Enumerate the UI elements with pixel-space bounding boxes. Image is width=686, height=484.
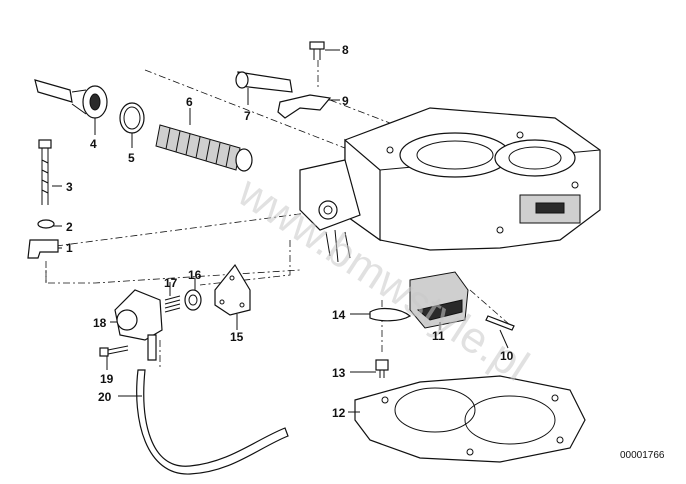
callout-10: 10 [500,349,514,363]
seal-ring [119,102,145,134]
callout-16: 16 [188,268,202,282]
screw-top [309,41,325,60]
diagram-part-number: 00001766 [620,450,665,461]
callout-18: 18 [93,316,107,330]
callout-11: 11 [432,329,445,343]
pump-housing [114,289,163,361]
callout-2: 2 [66,220,73,234]
callout-14: 14 [332,308,346,322]
spring [164,295,181,313]
callout-4: 4 [90,137,97,151]
pin [485,315,515,331]
assembly-lines [45,60,511,370]
callout-17: 17 [164,276,178,290]
leader-lines [52,49,509,413]
callout-5: 5 [128,151,135,165]
callout-15: 15 [230,330,244,344]
callout-3: 3 [66,180,73,194]
sleeve [184,289,202,311]
carburetor-body [299,107,601,263]
callouts: 8 9 7 6 4 5 3 2 1 17 16 15 18 19 20 14 1… [66,43,514,420]
callout-8: 8 [342,43,349,57]
fuel-filter [155,124,253,172]
callout-12: 12 [332,406,346,420]
clip-washer [369,307,412,322]
lever [277,94,332,119]
base-gasket [354,375,586,463]
callout-1: 1 [66,241,73,255]
inlet-nipple [34,79,108,119]
bolt [38,139,52,205]
connector-block [409,271,469,329]
callout-13: 13 [332,366,346,380]
callout-19: 19 [100,372,114,386]
callout-9: 9 [342,94,349,108]
hose [136,369,289,475]
callout-7: 7 [244,109,251,123]
washer [37,219,55,229]
screw-bottom [375,359,389,378]
screw-small [99,345,129,357]
callout-20: 20 [98,390,112,404]
clip [235,71,293,93]
bracket [27,239,59,259]
callout-6: 6 [186,95,193,109]
gasket-plate [214,263,251,316]
